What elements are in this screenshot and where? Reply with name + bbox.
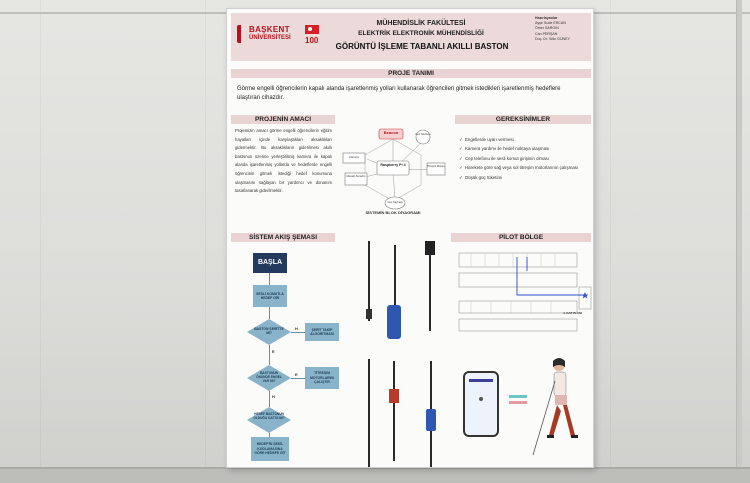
blind-student-illustration (532, 358, 578, 456)
flow-decision-on-lane: BASTON ŞERİTTE Mİ? (254, 327, 284, 336)
requirement-item: Kamera yardımı ile hedef noktaya ulaşmas… (459, 144, 587, 154)
floor-plan-map (458, 252, 592, 332)
diagram-node-camera: Kamera (349, 155, 359, 159)
flow-action-vibration: TİTREŞİM MOTORLARINI ÇALIŞTIR (305, 367, 339, 389)
sync-arrow-left-icon (509, 401, 527, 404)
purpose-heading: PROJENİN AMACI (231, 115, 335, 124)
requirement-item: Engellerde uyarı vermesi (459, 135, 587, 145)
cane-shaft-image (394, 245, 396, 337)
flow-connector (269, 307, 270, 319)
advisor-name: Doç. Dr. Sıtkı GÜNEY (535, 36, 570, 41)
diagram-node-beacon: Beacon (383, 130, 399, 135)
department-name: ELEKTRİK ELEKTRONİK MÜHENDİSLİĞİ (358, 30, 484, 37)
flow-label-yes: E (295, 372, 298, 377)
cane-module-image (389, 389, 399, 403)
diagram-node-phone: Cep Telefonu (415, 133, 431, 136)
flow-decision-shape (247, 365, 291, 391)
requirements-list: Engellerde uyarı vermesi Kamera yardımı … (459, 135, 587, 182)
authors-block: Hazırlayanlar Ayşe Sude ERCAN Ömer SARGI… (535, 16, 591, 42)
purpose-text: Projemizin amacı görme engelli öğrencile… (235, 128, 332, 194)
cane-shaft-image (393, 361, 395, 461)
flow-connector (291, 378, 305, 379)
cane-grip-image (366, 309, 372, 319)
flow-step-voice-target: SESLİ KOMUTLA HEDEF GİR (253, 285, 287, 307)
poster-header: BAŞKENT ÜNİVERSİTESİ 100 MÜHENDİSLİK FAK… (231, 13, 591, 61)
flow-decision-shape (247, 407, 291, 433)
flow-label-yes: E (272, 349, 275, 354)
cane-shaft-image (429, 241, 431, 331)
cane-camera-image (425, 241, 435, 255)
phone-app-header (469, 379, 493, 382)
university-subname: ÜNİVERSİTESİ (249, 35, 291, 41)
requirements-heading: GEREKSİNİMLER (455, 115, 591, 124)
flow-label-no: H (272, 394, 275, 399)
pilot-region-heading: PİLOT BÖLGE (451, 233, 591, 242)
requirement-item: Cep telefonu ile sesli komut girişinin o… (459, 154, 587, 164)
flow-decision-shape (247, 319, 291, 345)
flow-connector (269, 273, 270, 285)
microphone-icon (479, 397, 483, 401)
diagram-caption: SİSTEMİN BLOK DİYAGRAMI (365, 210, 421, 215)
project-poster: BAŞKENT ÜNİVERSİTESİ 100 MÜHENDİSLİK FAK… (226, 8, 594, 468)
board-panel-divider (40, 0, 41, 467)
cane-shaft-image (368, 241, 370, 321)
author-name: Can PERŞAN (535, 31, 558, 36)
authors-heading: Hazırlayanlar (535, 16, 558, 20)
flow-start: BAŞLA (253, 253, 287, 273)
block-diagram (342, 128, 446, 210)
requirement-item: Düşük güç tüketimi (459, 173, 587, 183)
flow-connector (291, 332, 305, 333)
cane-battery-image (426, 409, 436, 431)
flow-decision-floor: HEDEF BASTONUN OLDUĞU KATTA MI? (253, 412, 285, 421)
turkish-flag-icon (305, 25, 319, 34)
flow-connector (269, 391, 270, 407)
author-name: Ayşe Sude ERCAN (535, 21, 566, 26)
project-definition-text: Görme engelli öğrencilerin kapalı alanda… (237, 86, 561, 101)
whiteboard-marker-tray (0, 467, 750, 483)
university-logo: BAŞKENT ÜNİVERSİTESİ (237, 23, 299, 49)
diagram-node-distance: Mesafe Sensörü (346, 175, 366, 178)
diagram-node-power: Güç Kaynağı (387, 201, 403, 204)
flow-label-no: H (295, 326, 298, 331)
faculty-name: MÜHENDİSLİK FAKÜLTESİ (376, 20, 466, 27)
flow-step-go-target: HEDEF'İN ŞEKİL KODLAMASINA GÖRE HEDEFE G… (251, 437, 289, 461)
board-panel-divider (205, 0, 206, 467)
diagram-node-raspberry: Raspberry Pi 4 (380, 163, 406, 167)
cane-electronics-box-image (387, 305, 401, 339)
author-name: Ömer SARGIN (535, 26, 559, 31)
flow-action-lane-follow: ŞERİT TAKİP ALGORİTMASI (305, 323, 339, 341)
floor-plan-label: 4. KAT PLANI (563, 311, 583, 315)
requirement-item: Harekete göre sağ veya sol titreşim moto… (459, 163, 587, 173)
board-panel-divider (610, 0, 611, 467)
cane-shaft-image (368, 359, 370, 467)
phone-mockup-image (463, 371, 499, 437)
flow-chart-heading: SİSTEM AKIŞ ŞEMASI (231, 233, 335, 242)
anniversary-logo: 100 (305, 36, 319, 45)
project-definition-heading: PROJE TANIMI (231, 69, 591, 78)
university-logo-mark-icon (237, 25, 246, 43)
university-name: BAŞKENT (249, 25, 290, 34)
whiteboard-side-frame (736, 0, 742, 483)
flow-connector (269, 345, 270, 365)
diagram-node-vibration: Titreşim Motoru (427, 165, 445, 168)
poster-title: GÖRÜNTÜ İŞLEME TABANLI AKILLI BASTON (335, 42, 509, 51)
flow-decision-obstacle: BASTONUN ÖNÜNDE ENGEL VAR MI? (256, 371, 282, 384)
sync-arrow-right-icon (509, 395, 527, 398)
